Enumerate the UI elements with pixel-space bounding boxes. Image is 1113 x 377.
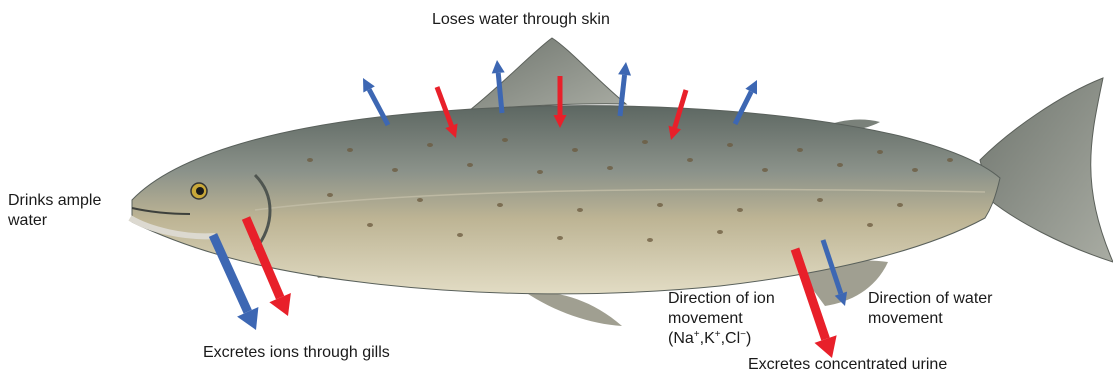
water-direction-line-2: movement [868,309,993,329]
water-direction-line-1: Direction of water [868,289,993,309]
ion-list: (Na+,K+,Cl−) [668,329,775,349]
ion-direction-line-2: movement [668,309,775,329]
fish-pupil [196,187,204,195]
ion-direction-line-1: Direction of ion [668,289,775,309]
skin-water-loss-label: Loses water through skin [432,10,610,30]
drinks-water-line-1: Drinks ample [8,191,101,211]
dorsal-fin [470,38,626,110]
drinks-water-label: Drinks ample water [8,191,101,231]
skin-water-arrow-3-head [618,62,631,76]
urine-excretion-label: Excretes concentrated urine [748,355,947,375]
tail-fin [980,78,1113,262]
pelvic-fin [525,292,622,326]
ion-direction-legend: Direction of ion movement (Na+,K+,Cl−) [668,289,775,349]
water-direction-legend: Direction of water movement [868,289,993,329]
gill-ion-excretion-label: Excretes ions through gills [203,343,390,363]
skin-water-arrow-2-head [492,60,505,74]
drinks-water-line-2: water [8,211,101,231]
